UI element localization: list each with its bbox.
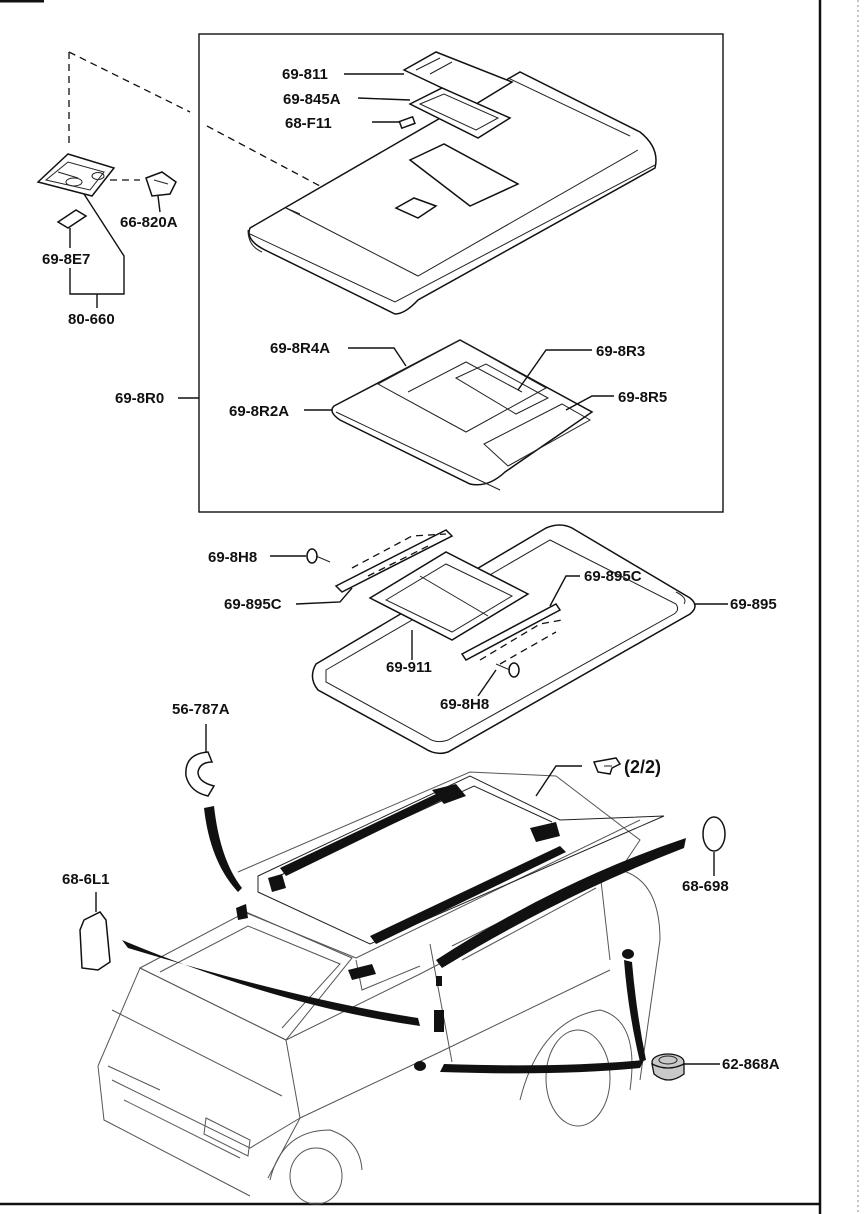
headliner-panel bbox=[247, 71, 657, 315]
label-69-895c-left: 69-895C bbox=[224, 596, 282, 613]
drain-grommets bbox=[414, 949, 634, 1071]
dome-lamp bbox=[36, 153, 140, 197]
grommet-62-868a bbox=[651, 1053, 685, 1081]
label-69-8r4a: 69-8R4A bbox=[270, 340, 330, 357]
label-66-820a: 66-820A bbox=[120, 214, 178, 231]
glass-seal bbox=[408, 87, 512, 139]
clip-f11 bbox=[398, 115, 416, 130]
screw-left bbox=[306, 548, 331, 564]
roof-sunroof-opening bbox=[236, 775, 665, 980]
plug-68-698 bbox=[702, 816, 726, 852]
part-labels: 69-811 69-845A 68-F11 66-820A 69-8E7 80-… bbox=[42, 66, 780, 1073]
label-80-660: 80-660 bbox=[68, 311, 115, 328]
drain-rail-left bbox=[334, 529, 454, 593]
front-drain-hose-right bbox=[122, 940, 420, 1026]
insulation-pad bbox=[331, 339, 594, 491]
label-reference-2-2: (2/2) bbox=[624, 757, 661, 777]
label-69-8r0: 69-8R0 bbox=[115, 390, 164, 407]
front-drain-hose-left bbox=[204, 806, 242, 892]
label-68-6l1: 68-6L1 bbox=[62, 871, 110, 888]
label-69-8r3: 69-8R3 bbox=[596, 343, 645, 360]
label-69-8h8-bottom: 69-8H8 bbox=[440, 696, 489, 713]
label-69-8e7: 69-8E7 bbox=[42, 251, 90, 268]
vehicle-body bbox=[97, 771, 661, 1205]
label-62-868a: 62-868A bbox=[722, 1056, 780, 1073]
label-69-911: 69-911 bbox=[386, 659, 432, 676]
label-69-895: 69-895 bbox=[730, 596, 777, 613]
label-68-f11: 68-F11 bbox=[285, 115, 332, 132]
label-68-698: 68-698 bbox=[682, 878, 729, 895]
rear-drain-hose-lower bbox=[440, 960, 646, 1074]
screw-right bbox=[495, 662, 520, 678]
assembly-box bbox=[198, 33, 724, 513]
label-69-811: 69-811 bbox=[282, 66, 328, 83]
label-69-8h8-top: 69-8H8 bbox=[208, 549, 257, 566]
dome-lamp-lens bbox=[56, 209, 88, 229]
label-69-895c-right: 69-895C bbox=[584, 568, 642, 585]
sunroof-glass-frame bbox=[368, 551, 530, 641]
insulator-68-6l1 bbox=[79, 911, 111, 971]
label-69-8r2a: 69-8R2A bbox=[229, 403, 289, 420]
leader-lines bbox=[69, 73, 728, 1065]
label-69-8r5: 69-8R5 bbox=[618, 389, 667, 406]
switch-connector bbox=[145, 171, 177, 197]
drain-rail-right bbox=[460, 603, 563, 665]
dome-lamp-guide-line bbox=[68, 51, 419, 239]
label-56-787a: 56-787A bbox=[172, 701, 230, 718]
label-69-845a: 69-845A bbox=[283, 91, 341, 108]
rear-drain-hose bbox=[436, 838, 686, 968]
pointing-hand-icon bbox=[592, 757, 622, 775]
drain-hose-elbow bbox=[185, 751, 216, 797]
